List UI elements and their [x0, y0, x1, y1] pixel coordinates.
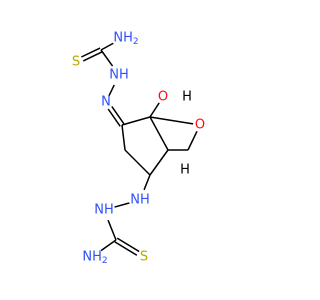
atom-label-s-bottom: S [140, 250, 148, 265]
bond-c-bridgehead-2-c-hydrazino [149, 149, 169, 176]
bond-thiourea-c-top-nh-hydrazone [100, 49, 114, 67]
bond-thiourea-c-top-s-top-line-1 [82, 51, 103, 62]
atom-label-nh-hydrazino-2: NH [94, 203, 114, 218]
bond-c-hydrazino-nh-hydrazino-1 [143, 174, 151, 191]
bond-thiourea-c-bottom-s-bottom-line-1 [116, 237, 140, 253]
atom-label-nh-hydrazino-1: NH [130, 193, 150, 208]
atom-label-o-ring: O [195, 118, 205, 133]
atom-label-nh2-top: NH2 [113, 31, 138, 48]
bond-nh-hydrazino-2-thiourea-c-bottom [107, 219, 117, 241]
bond-o-ring-c-ch2-ring [187, 130, 198, 151]
bonds-layer [81, 42, 198, 256]
bond-nh-hydrazone-n-imine [108, 84, 115, 97]
atom-label-h-2: H [180, 163, 190, 178]
bond-c-imine-c-bridgehead-1 [121, 116, 151, 126]
atom-label-s-top: S [72, 55, 80, 70]
atom-subscript-nh2-bottom: 2 [102, 256, 108, 266]
bond-thiourea-c-top-s-top-line-2 [81, 47, 101, 58]
bond-thiourea-c-top-nh2-top [100, 42, 114, 51]
atom-label-h-1: H [182, 90, 192, 105]
bond-n-imine-c-imine-line-1 [111, 106, 125, 125]
bond-c-bridgehead-1-o-ring [149, 116, 194, 125]
bond-c-bridgehead-2-c-bridgehead-1 [149, 116, 169, 151]
bond-c-imine-c-ch2 [121, 124, 126, 151]
bond-thiourea-c-bottom-s-bottom-line-2 [114, 241, 138, 256]
bond-c-bridgehead-1-o-bridge [149, 102, 160, 118]
bond-thiourea-c-bottom-nh2-bottom [100, 239, 117, 252]
atom-label-nh-hydrazone: NH [109, 68, 129, 83]
bond-c-hydrazino-c-ch2 [124, 149, 151, 176]
bond-n-imine-c-imine-line-2 [107, 108, 121, 127]
atom-subscript-nh2-top: 2 [133, 37, 139, 47]
atom-label-nh2-bottom: NH2 [82, 250, 107, 267]
atom-label-o-bridge: O [158, 90, 168, 105]
bond-nh-hydrazino-1-nh-hydrazino-2 [114, 202, 130, 208]
atom-label-n-imine: N [101, 95, 111, 110]
